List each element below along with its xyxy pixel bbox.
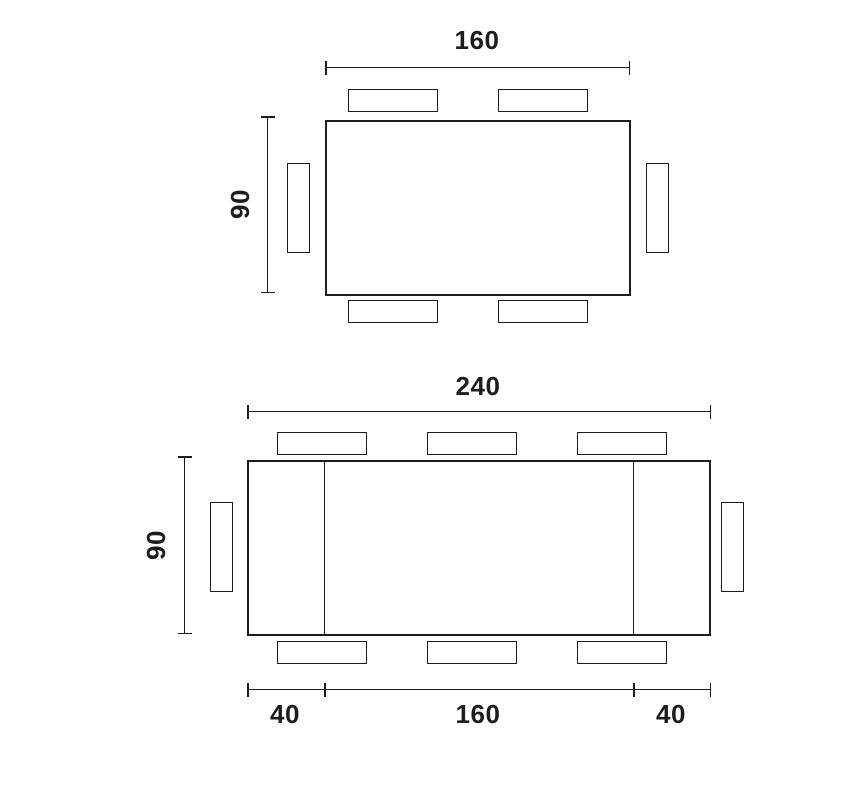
segment-dimension-label: 40 [270,699,300,729]
segment-dimension-label: 40 [656,699,686,729]
width-dimension-label: 160 [454,25,500,55]
chair [577,641,667,664]
chair [498,300,588,323]
width-dimension-line [325,61,630,75]
chair [721,502,744,592]
dimension-tick [633,683,635,697]
height-dimension-line [261,116,275,293]
chair [287,163,310,253]
chair [277,641,367,664]
width-dimension-line [247,405,711,419]
dimension-tick [324,683,326,697]
chair [348,300,438,323]
segment-dimension-label: 160 [455,699,501,729]
chair [427,432,517,455]
chair [348,89,438,112]
chair [427,641,517,664]
height-dimension-line [178,456,192,634]
height-dimension-label: 90 [141,530,171,560]
chair [577,432,667,455]
chair [277,432,367,455]
chair [210,502,233,592]
bottom-segments-dimension-line [247,683,711,697]
extension-leaf-divider [324,460,325,636]
width-dimension-label: 240 [455,371,501,401]
height-dimension-label: 90 [225,189,255,219]
extension-leaf-divider [633,460,634,636]
table-top-extended [247,460,711,636]
chair [646,163,669,253]
chair [498,89,588,112]
table-top [325,120,631,296]
